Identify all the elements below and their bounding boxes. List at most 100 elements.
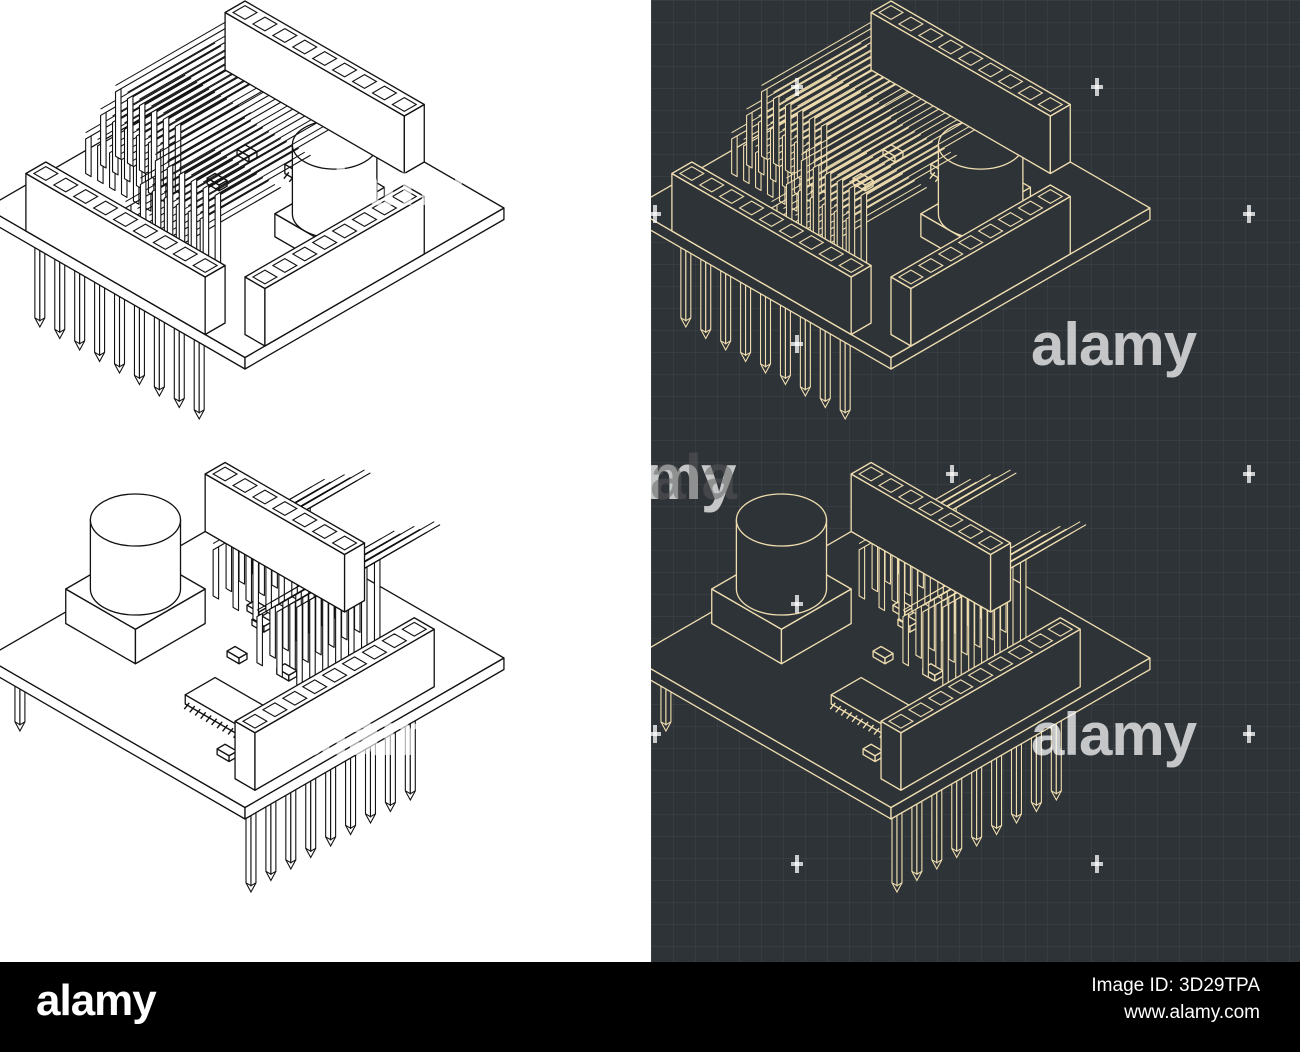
- pin: [364, 732, 377, 825]
- socket-header-side: [244, 184, 425, 347]
- socket-hole: [92, 200, 119, 216]
- socket-hole: [351, 73, 378, 90]
- socket-hole: [937, 246, 964, 262]
- socket-hole: [917, 257, 944, 274]
- isometric-module-top-white: [0, 0, 505, 421]
- socket-hole: [758, 211, 785, 228]
- socket-hole: [678, 165, 705, 182]
- pin: [193, 328, 205, 421]
- socket-hole: [947, 679, 974, 695]
- socket-hole: [957, 523, 984, 540]
- plus-mark-icon: [1243, 725, 1255, 743]
- pin: [173, 316, 185, 409]
- socket-hole: [858, 466, 885, 482]
- socket-hole: [877, 4, 905, 21]
- pin: [951, 766, 963, 859]
- socket-hole: [251, 16, 278, 32]
- pin: [991, 743, 1003, 836]
- socket-hole: [1017, 85, 1044, 101]
- pin: [113, 282, 126, 375]
- socket-header-side: [890, 184, 1071, 347]
- pin: [94, 270, 106, 363]
- socket-hole: [897, 269, 924, 285]
- watermark: alamy: [1031, 701, 1197, 768]
- plus-mark-icon: [651, 725, 661, 743]
- socket-hole: [112, 211, 139, 228]
- socket-hole: [391, 188, 418, 205]
- socket-hole: [231, 477, 259, 494]
- socket-hole: [1047, 621, 1074, 637]
- pin: [971, 755, 983, 848]
- socket-hole: [957, 50, 984, 67]
- socket-hole: [291, 39, 318, 55]
- socket-hole: [957, 234, 984, 251]
- plus-mark-icon: [1243, 465, 1255, 483]
- socket-hole: [251, 269, 278, 285]
- socket-hole: [977, 535, 1004, 551]
- socket-hole: [271, 257, 298, 274]
- socket-hole: [718, 188, 745, 205]
- socket-hole: [311, 50, 338, 67]
- smd-component: [872, 645, 894, 665]
- socket-hole: [738, 200, 765, 216]
- plus-mark-icon: [791, 855, 803, 873]
- isometric-module-bottom-blueprint: [651, 461, 1151, 894]
- light-drawings: [0, 0, 505, 894]
- socket-hole: [381, 633, 408, 649]
- capacitor: [89, 493, 182, 616]
- pin: [1050, 709, 1062, 802]
- socket-hole: [997, 211, 1024, 228]
- socket-header-side: [234, 617, 435, 791]
- socket-hole: [1037, 96, 1064, 113]
- plus-mark-icon: [1243, 205, 1255, 223]
- socket-header-front: [25, 161, 226, 336]
- plus-mark-icon: [651, 205, 661, 223]
- dark-drawings: [651, 0, 1151, 894]
- pin: [819, 316, 831, 409]
- socket-header-front: [671, 161, 872, 336]
- socket-hole: [172, 246, 199, 262]
- socket-hole: [152, 234, 179, 251]
- pin: [245, 801, 257, 894]
- socket-hole: [937, 512, 964, 528]
- watermark-split: ala: [650, 441, 737, 513]
- socket-hole: [977, 62, 1004, 78]
- socket-hole: [291, 512, 318, 528]
- pin: [740, 270, 752, 363]
- socket-hole: [192, 257, 219, 274]
- pin: [759, 282, 772, 375]
- socket-header-back: [870, 0, 1071, 175]
- pin: [54, 247, 66, 340]
- capacitor: [735, 493, 828, 616]
- socket-hole: [132, 223, 159, 239]
- plus-mark-icon: [791, 595, 803, 613]
- image-id: Image ID: 3D29TPA: [1091, 975, 1260, 996]
- watermark: alamy: [300, 701, 466, 768]
- socket-hole: [977, 223, 1004, 239]
- pin: [325, 755, 337, 848]
- socket-hole: [251, 489, 278, 505]
- socket-hole: [897, 489, 924, 505]
- socket-header-back: [850, 461, 1012, 613]
- socket-hole: [371, 200, 398, 216]
- pin: [680, 236, 692, 329]
- footer-bar: alamy Image ID: 3D29TPA www.alamy.com: [0, 962, 1300, 1052]
- socket-hole: [877, 477, 905, 494]
- socket-header-side: [880, 617, 1081, 791]
- socket-hole: [231, 4, 259, 21]
- pin: [799, 305, 811, 398]
- socket-hole: [391, 96, 418, 113]
- plus-mark-icon: [791, 335, 803, 353]
- socket-hole: [301, 679, 328, 695]
- pin: [911, 789, 923, 882]
- socket-hole: [698, 177, 725, 193]
- socket-hole: [331, 223, 358, 239]
- socket-hole: [1027, 633, 1054, 649]
- socket-hole: [321, 667, 348, 683]
- socket-header-back: [224, 0, 425, 175]
- socket-hole: [261, 702, 288, 718]
- socket-hole: [361, 644, 388, 660]
- socket-hole: [351, 211, 378, 228]
- socket-hole: [32, 165, 59, 182]
- socket-hole: [907, 702, 934, 718]
